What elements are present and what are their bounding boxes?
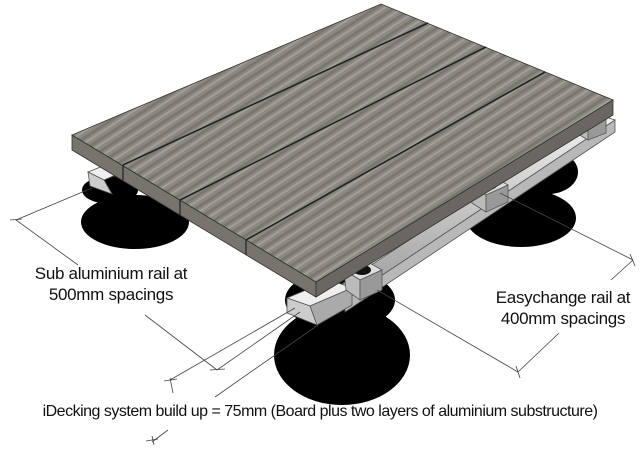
sub-rail-label-line2: 500mm spacings bbox=[48, 285, 174, 304]
easychange-label-line1: Easychange rail at bbox=[495, 288, 631, 307]
build-up-caption: iDecking system build up = 75mm (Board p… bbox=[42, 403, 598, 420]
deck-boards bbox=[71, 3, 614, 298]
easychange-label-line2: 400mm spacings bbox=[500, 309, 626, 328]
rail-cup bbox=[343, 261, 383, 301]
sub-rail-label: Sub aluminium rail at 500mm spacings bbox=[26, 263, 196, 305]
dimension-lines bbox=[9, 187, 636, 446]
easychange-rail-label: Easychange rail at 400mm spacings bbox=[490, 287, 636, 329]
sub-rail-label-line1: Sub aluminium rail at bbox=[34, 264, 188, 283]
